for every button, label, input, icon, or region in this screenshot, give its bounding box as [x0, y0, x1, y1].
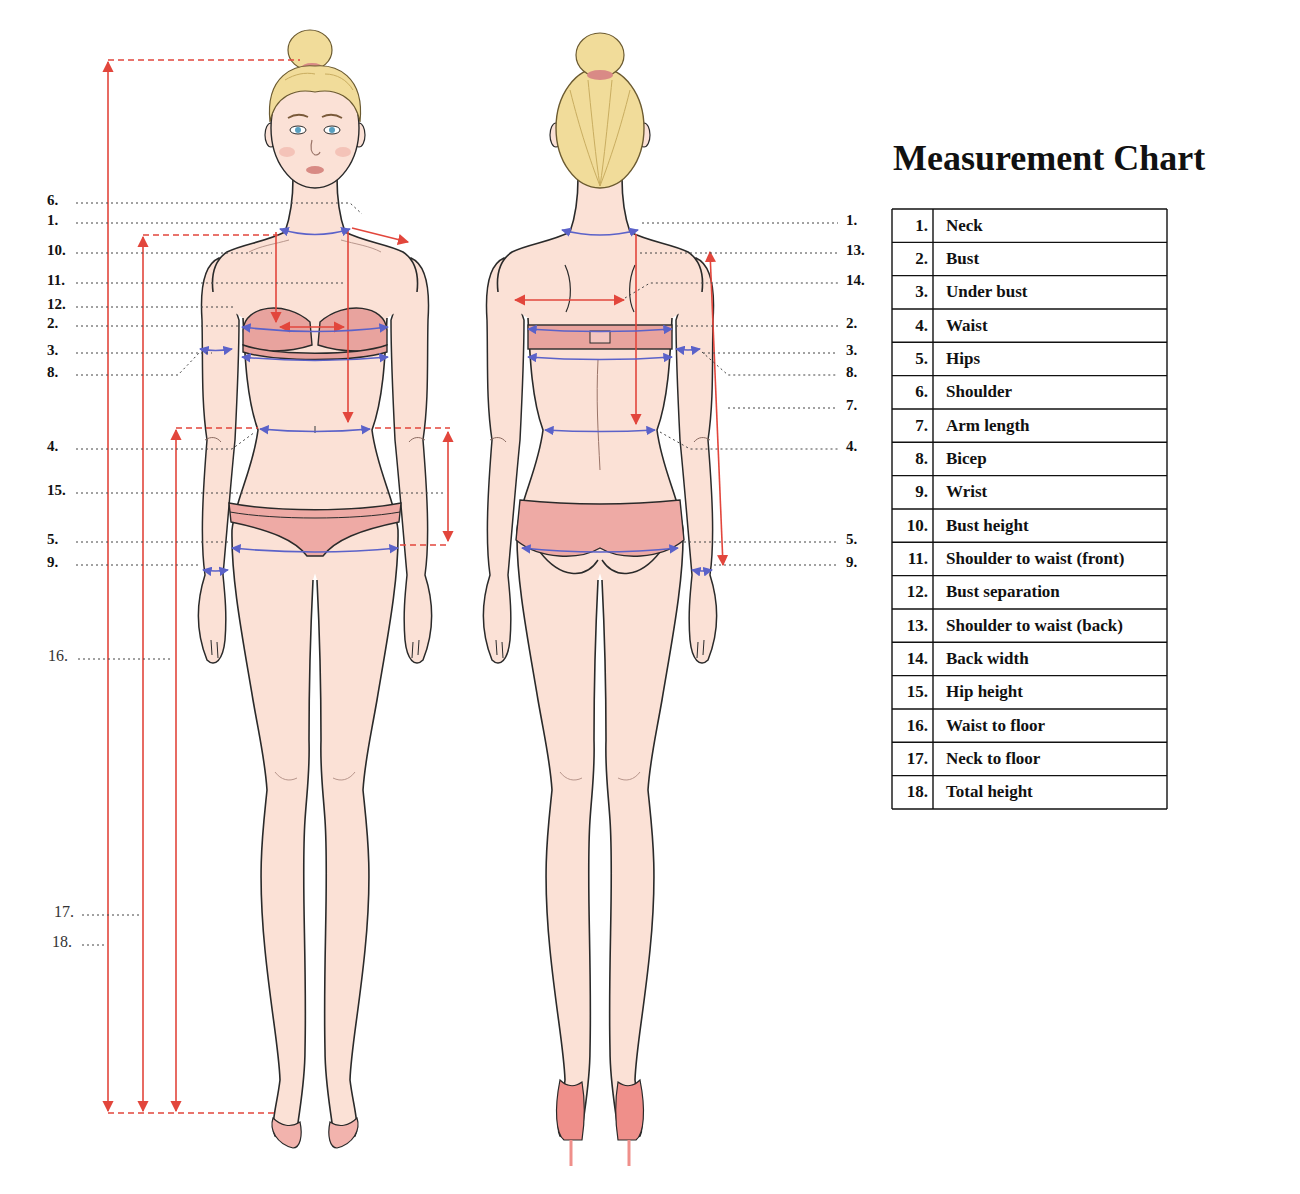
table-cell: Shoulder to waist (front): [946, 549, 1124, 569]
callout-number: 1.: [846, 210, 857, 230]
callout-number: 1.: [47, 210, 58, 230]
table-cell: 3.: [895, 282, 928, 302]
table-cell: Shoulder: [946, 382, 1012, 402]
callout-number: 5.: [846, 529, 857, 549]
table-rule: [891, 209, 892, 809]
table-cell: Neck to floor: [946, 749, 1040, 769]
callout-number: 17.: [54, 902, 74, 922]
table-cell: Under bust: [946, 282, 1027, 302]
table-cell: Bust separation: [946, 582, 1060, 602]
table-cell: Bust: [946, 249, 979, 269]
callout-number: 11.: [47, 270, 65, 290]
callout-number: 9.: [47, 552, 58, 572]
table-cell: Hip height: [946, 682, 1023, 702]
table-cell: 13.: [895, 616, 928, 636]
callout-number: 3.: [846, 340, 857, 360]
callout-number: 15.: [47, 480, 66, 500]
callout-number: 5.: [47, 529, 58, 549]
table-cell: 15.: [895, 682, 928, 702]
callout-number: 2.: [47, 313, 58, 333]
table-cell: 11.: [895, 549, 928, 569]
table-cell: 1.: [895, 216, 928, 236]
table-cell: 18.: [895, 782, 928, 802]
callout-number: 9.: [846, 552, 857, 572]
table-cell: 17.: [895, 749, 928, 769]
table-cell: 12.: [895, 582, 928, 602]
table-cell: 7.: [895, 416, 928, 436]
table-cell: 2.: [895, 249, 928, 269]
table-cell: 8.: [895, 449, 928, 469]
callout-number: 13.: [846, 240, 865, 260]
table-cell: Neck: [946, 216, 983, 236]
table-cell: 5.: [895, 349, 928, 369]
table-cell: 14.: [895, 649, 928, 669]
chart-title: Measurement Chart: [893, 138, 1205, 178]
table-cell: 6.: [895, 382, 928, 402]
table-rule: [932, 209, 933, 809]
table-cell: Back width: [946, 649, 1029, 669]
callout-number: 7.: [846, 395, 857, 415]
table-cell: Shoulder to waist (back): [946, 616, 1123, 636]
callout-number: 4.: [47, 436, 58, 456]
table-cell: Waist to floor: [946, 716, 1045, 736]
table-cell: 16.: [895, 716, 928, 736]
table-cell: 4.: [895, 316, 928, 336]
callout-number: 4.: [846, 436, 857, 456]
callout-number: 10.: [47, 240, 66, 260]
table-cell: 10.: [895, 516, 928, 536]
table-cell: Total height: [946, 782, 1033, 802]
callout-number: 8.: [47, 362, 58, 382]
callout-number: 12.: [47, 294, 66, 314]
table-cell: Waist: [946, 316, 988, 336]
callout-number: 3.: [47, 340, 58, 360]
table-cell: Arm length: [946, 416, 1030, 436]
table-cell: 9.: [895, 482, 928, 502]
callout-number: 16.: [48, 646, 68, 666]
callout-number: 8.: [846, 362, 857, 382]
callout-number: 14.: [846, 270, 865, 290]
table-cell: Bicep: [946, 449, 987, 469]
callout-number: 2.: [846, 313, 857, 333]
table-cell: Bust height: [946, 516, 1029, 536]
callout-number: 18.: [52, 932, 72, 952]
table-cell: Hips: [946, 349, 980, 369]
table-rule: [1166, 209, 1167, 809]
table-cell: Wrist: [946, 482, 987, 502]
callout-number: 6.: [47, 190, 58, 210]
